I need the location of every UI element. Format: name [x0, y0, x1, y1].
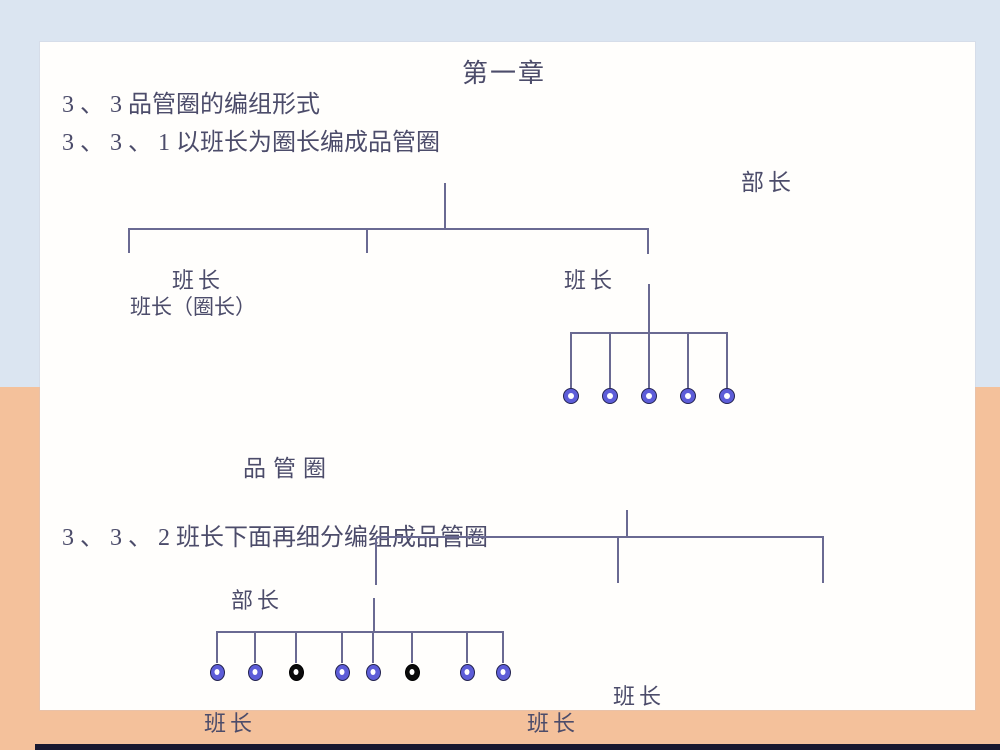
- chart1-member-drop-2-connector-line: [609, 334, 611, 388]
- label-pinguanquan: 品管圈: [243, 456, 333, 481]
- chart2-member-6-ring-hole: [409, 669, 415, 675]
- chart2-center-line-connector-line: [373, 598, 375, 632]
- chart1-member-drop-4-connector-line: [687, 334, 689, 388]
- chart2-member-drop-5-connector-line: [372, 633, 374, 663]
- chart1-level2-rail-connector-line: [570, 332, 728, 334]
- chart2-drop-left-connector-line: [375, 538, 377, 585]
- chart2-member-1-ring-icon: [209, 663, 225, 681]
- chart2-member-drop-8-connector-line: [502, 633, 504, 663]
- chart2-member-drop-7-connector-line: [466, 633, 468, 663]
- chart2-member-7-ring-hole: [464, 669, 470, 675]
- chart1-member-5-ring-hole: [724, 393, 730, 399]
- chart2-drop-mid-connector-line: [617, 538, 619, 583]
- chart2-member-6-ring-icon: [404, 663, 420, 681]
- bottom-dark-bar: [35, 744, 1000, 750]
- chart1-member-2-ring-hole: [607, 393, 613, 399]
- label-buzhang-top: 部长: [741, 170, 795, 195]
- chart1-drop-right-connector-line: [647, 230, 649, 254]
- chart2-drop-right-connector-line: [822, 538, 824, 583]
- chart2-member-2-ring-hole: [252, 669, 258, 675]
- chart2-member-4-ring-icon: [334, 663, 350, 681]
- label-banzhang-left: 班长: [172, 268, 225, 293]
- chart2-member-drop-4-connector-line: [341, 633, 343, 663]
- chart1-member-1-ring-hole: [568, 393, 574, 399]
- label-buzhang-chart2: 部长: [231, 588, 284, 613]
- slide-page: [40, 42, 975, 710]
- chart2-member-1-ring-hole: [214, 669, 220, 675]
- chart2-member-8-ring-icon: [495, 663, 511, 681]
- chart1-member-3-ring-hole: [646, 393, 652, 399]
- chart1-member-2-ring-icon: [602, 388, 618, 404]
- chart2-member-5-ring-icon: [365, 663, 381, 681]
- chart2-member-7-ring-icon: [459, 663, 475, 681]
- slide-title: 第一章: [462, 59, 547, 88]
- chart2-member-drop-3-connector-line: [295, 633, 297, 663]
- heading-3-3-1: 3 、 3 、 1 以班长为圈长编成品管圈: [62, 130, 440, 156]
- chart1-sub-stub-connector-line: [648, 284, 650, 333]
- chart1-member-3-ring-icon: [641, 388, 657, 404]
- label-banzhang-bottom-right: 班长: [613, 684, 666, 709]
- chart1-member-5-ring-icon: [719, 388, 735, 404]
- chart2-level2-rail-connector-line: [216, 631, 504, 633]
- chart1-drop-mid-connector-line: [366, 230, 368, 253]
- chart1-member-drop-3-connector-line: [648, 334, 650, 388]
- chart1-member-4-ring-icon: [680, 388, 696, 404]
- chart1-drop-left-connector-line: [128, 230, 130, 253]
- chart2-member-drop-2-connector-line: [254, 633, 256, 663]
- heading-3-3-2: 3 、 3 、 2 班长下面再细分编组成品管圈: [62, 525, 488, 551]
- chart2-member-3-ring-icon: [288, 663, 304, 681]
- heading-3-3: 3 、 3 品管圈的编组形式: [62, 92, 320, 118]
- chart1-level1-rail-connector-line: [128, 228, 649, 230]
- chart2-level1-rail-connector-line: [376, 536, 824, 538]
- chart2-member-drop-6-connector-line: [411, 633, 413, 663]
- chart1-member-drop-1-connector-line: [570, 334, 572, 388]
- chart1-member-4-ring-hole: [685, 393, 691, 399]
- chart1-top-stub-connector-line: [444, 183, 446, 229]
- chart2-top-stub-connector-line: [626, 510, 628, 537]
- chart2-member-drop-1-connector-line: [216, 633, 218, 663]
- label-banzhang-orange-mid: 班长: [527, 711, 580, 736]
- chart2-member-8-ring-hole: [500, 669, 506, 675]
- label-banzhang-orange-left: 班长: [204, 711, 257, 736]
- chart1-member-drop-5-connector-line: [726, 334, 728, 388]
- chart2-member-4-ring-hole: [339, 669, 345, 675]
- label-banzhang-circle-leader: 班长（圈长）: [130, 295, 256, 319]
- label-banzhang-right: 班长: [564, 268, 617, 293]
- chart2-member-3-ring-hole: [293, 669, 299, 675]
- chart2-member-2-ring-icon: [247, 663, 263, 681]
- chart1-member-1-ring-icon: [563, 388, 579, 404]
- chart2-member-5-ring-hole: [370, 669, 376, 675]
